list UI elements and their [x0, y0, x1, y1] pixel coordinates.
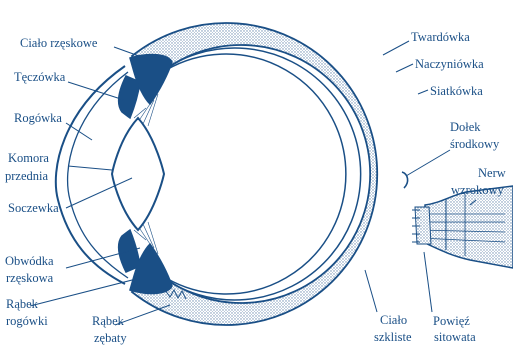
- label-vitreous-1: Ciało: [380, 313, 407, 327]
- optic-nerve: [418, 186, 513, 268]
- label-anterior-chamber-1: Komora: [8, 151, 49, 165]
- label-fovea-1: Dołek: [450, 120, 481, 134]
- label-zonule-2: rzęskowa: [6, 271, 54, 285]
- lens: [112, 118, 164, 230]
- label-fovea-2: środkowy: [450, 137, 500, 151]
- label-optic-nerve-1: Nerw: [478, 166, 506, 180]
- label-anterior-chamber-2: przednia: [5, 169, 48, 183]
- label-iris: Tęczówka: [14, 70, 66, 84]
- retina: [166, 54, 346, 294]
- label-optic-nerve-2: wzrokowy: [451, 183, 505, 197]
- label-lens: Soczewka: [8, 201, 59, 215]
- label-vitreous-2: szkliste: [374, 330, 412, 344]
- label-limbus-1: Rąbek: [6, 297, 39, 311]
- label-ciliary-body: Ciało rzęskowe: [20, 36, 98, 50]
- fovea: [402, 172, 408, 188]
- label-sclera: Twardówka: [411, 30, 470, 44]
- leader-lines: [30, 41, 476, 325]
- label-limbus-2: rogówki: [6, 314, 48, 328]
- label-ora-serrata-2: zębaty: [94, 331, 127, 345]
- choroid: [158, 48, 361, 300]
- label-lamina-1: Powięź: [433, 314, 470, 328]
- lamina-cribrosa: [412, 207, 431, 244]
- label-zonule-1: Obwódka: [5, 254, 54, 268]
- label-lamina-2: sitowata: [434, 330, 476, 344]
- label-ora-serrata-1: Rąbek: [92, 314, 125, 328]
- label-cornea: Rogówka: [14, 111, 62, 125]
- label-choroid: Naczyniówka: [415, 57, 484, 71]
- label-retina: Siatkówka: [430, 84, 483, 98]
